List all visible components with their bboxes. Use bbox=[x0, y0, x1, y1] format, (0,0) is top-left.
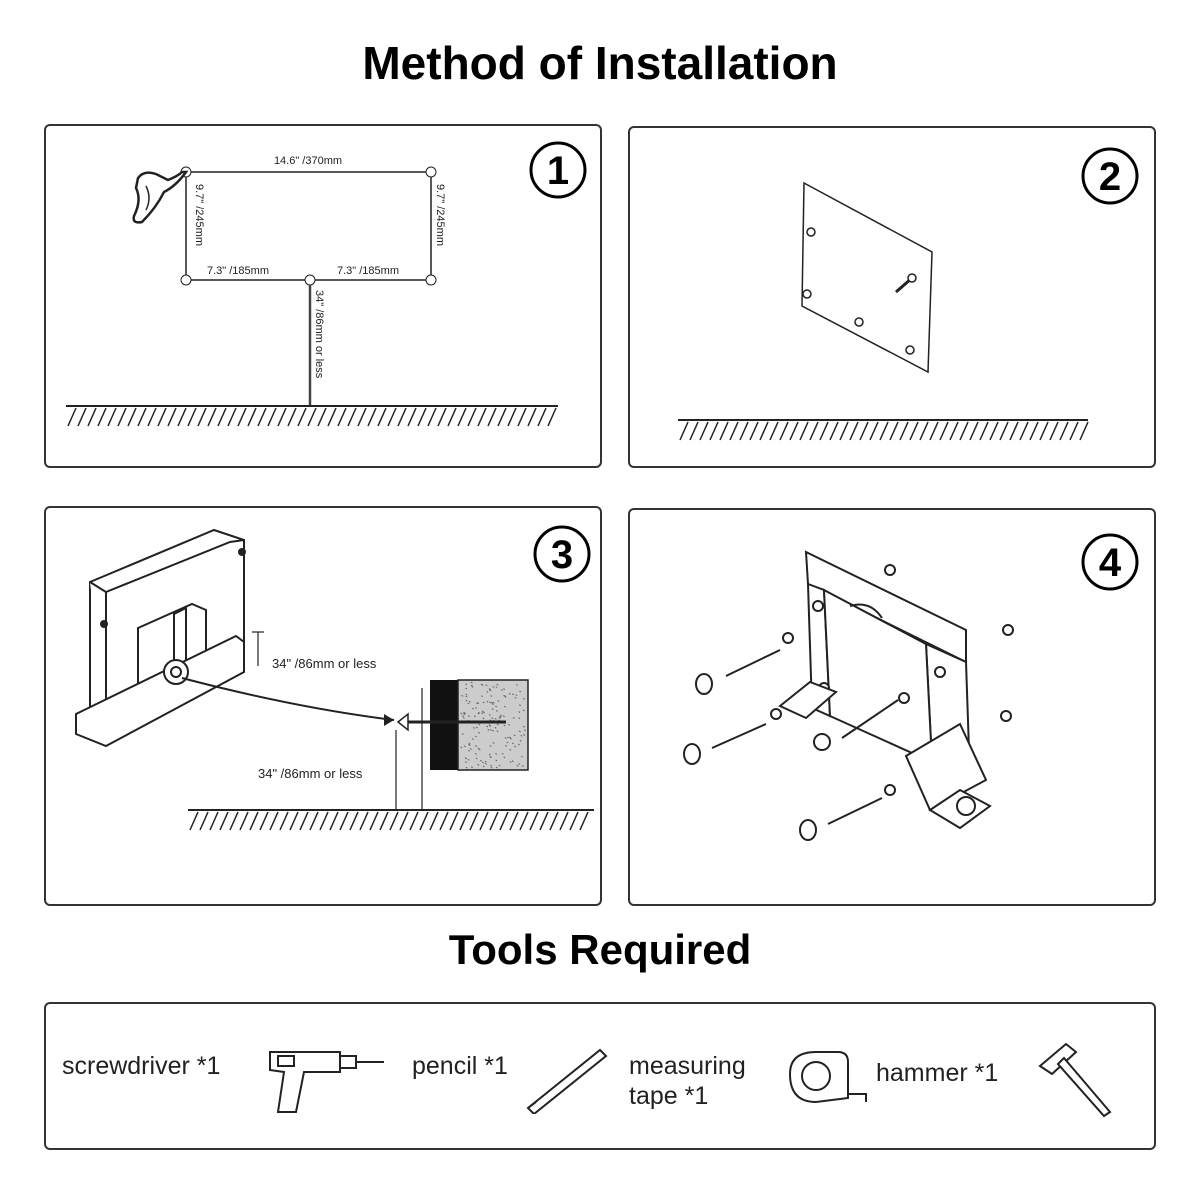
mark-hole bbox=[425, 274, 437, 286]
svg-text:4: 4 bbox=[1099, 541, 1122, 585]
wall-bracket bbox=[75, 528, 246, 748]
wall-cross-section bbox=[396, 679, 529, 771]
dim-top: 14.6" /370mm bbox=[274, 155, 342, 167]
tool-label-hammer: hammer *1 bbox=[876, 1059, 999, 1087]
pencil-icon bbox=[526, 1048, 608, 1114]
step-number-badge: 2 bbox=[1081, 147, 1139, 205]
tape-measure-icon bbox=[788, 1051, 867, 1104]
dim-left: 9.7" /245mm bbox=[193, 184, 205, 246]
drill-bit-icon bbox=[895, 273, 917, 294]
arrow bbox=[181, 677, 395, 721]
tool-label-pencil: pencil *1 bbox=[412, 1052, 508, 1080]
mark-hole bbox=[425, 166, 437, 178]
step-4-diagram: 4 bbox=[683, 533, 1139, 841]
page-title: Method of Installation bbox=[362, 37, 838, 89]
step-4-panel: 4 bbox=[628, 508, 1156, 906]
tools-title: Tools Required bbox=[448, 926, 752, 973]
dim-bottom-left: 7.3" /185mm bbox=[207, 265, 269, 277]
paper-template bbox=[801, 181, 933, 374]
tool-label-screwdriver: screwdriver *1 bbox=[62, 1052, 221, 1080]
tools-panel: screwdriver *1 pencil *1 measuring tape … bbox=[44, 1002, 1156, 1150]
floor-line bbox=[678, 419, 1089, 441]
svg-text:2: 2 bbox=[1099, 155, 1121, 199]
step-number-badge: 1 bbox=[529, 141, 587, 199]
step-2-diagram: 2 bbox=[678, 147, 1139, 441]
mark-hole bbox=[180, 274, 192, 286]
dim-right: 9.7" /245mm bbox=[434, 184, 446, 246]
floor-line bbox=[188, 809, 594, 831]
drill-icon bbox=[269, 1051, 384, 1113]
step-3-panel: 3 34" /86mm or less bbox=[44, 506, 602, 906]
dim-upper: 34" /86mm or less bbox=[272, 656, 377, 671]
hammer-icon bbox=[1038, 1042, 1112, 1118]
screw-icon bbox=[683, 564, 1014, 841]
template-outline bbox=[185, 171, 432, 281]
hand-pencil-icon bbox=[132, 170, 189, 224]
step-2-panel: 2 bbox=[628, 126, 1156, 468]
svg-text:3: 3 bbox=[551, 533, 573, 577]
svg-text:1: 1 bbox=[547, 149, 569, 193]
step-number-badge: 4 bbox=[1081, 533, 1139, 591]
step-1-diagram: 1 14.6" /370mm 7.3" /185mm 7.3" /185mm 9… bbox=[66, 141, 587, 427]
floor-line bbox=[66, 405, 558, 427]
tv-mount-plate bbox=[778, 550, 992, 830]
step-3-diagram: 3 34" /86mm or less bbox=[75, 525, 594, 831]
dim-vertical: 34" /86mm or less bbox=[313, 290, 325, 379]
dim-bottom-right: 7.3" /185mm bbox=[337, 265, 399, 277]
mark-hole bbox=[304, 274, 316, 286]
step-number-badge: 3 bbox=[533, 525, 591, 583]
step-1-panel: 1 14.6" /370mm 7.3" /185mm 7.3" /185mm 9… bbox=[44, 124, 602, 468]
tool-label-tape: measuring tape *1 bbox=[629, 1052, 746, 1110]
dim-lower: 34" /86mm or less bbox=[258, 766, 363, 781]
